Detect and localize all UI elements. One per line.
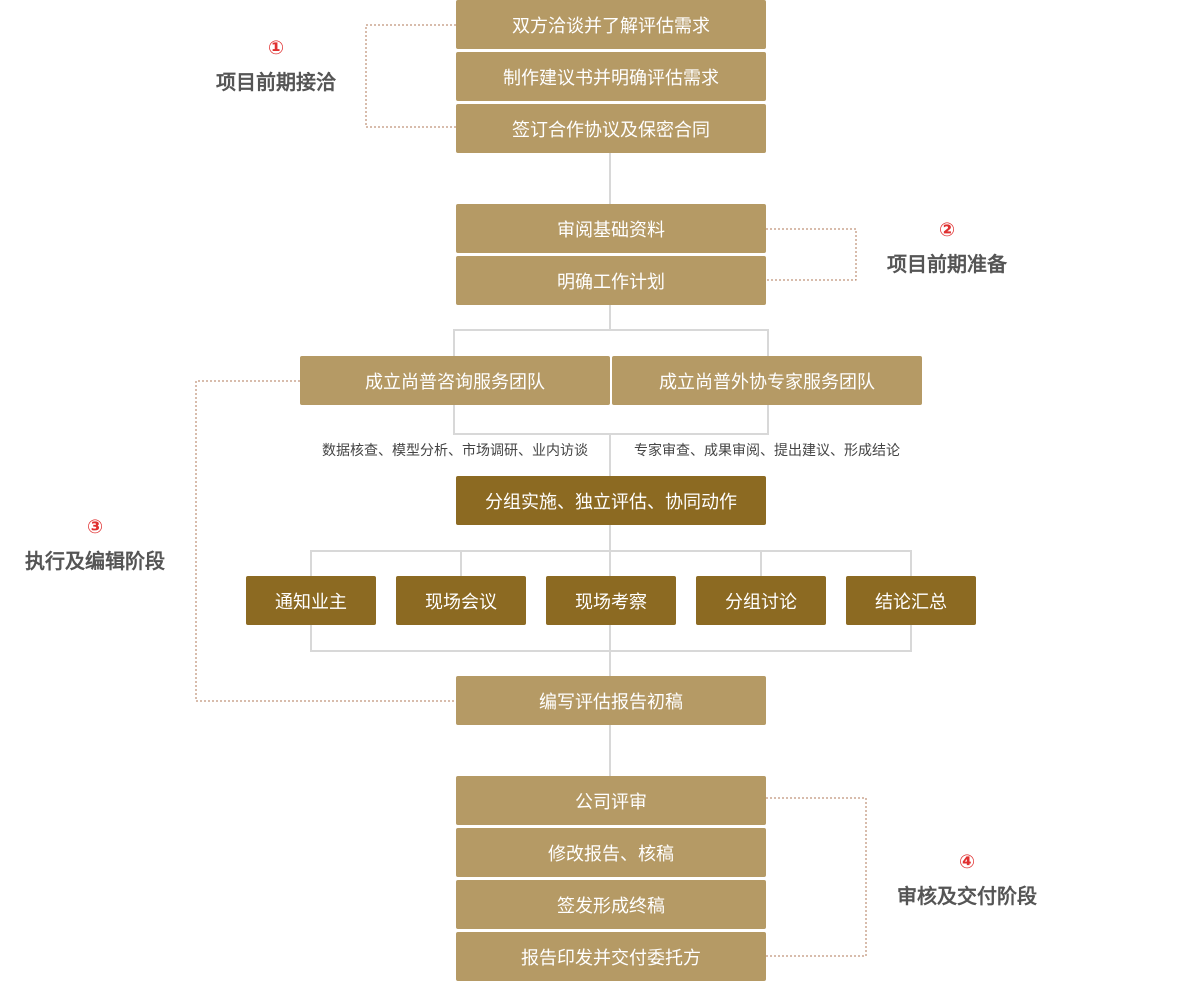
stage-1-number: ① [267, 38, 285, 59]
step-consulting-team: 成立尚普咨询服务团队 [300, 356, 610, 405]
step-deliver-report: 报告印发并交付委托方 [456, 932, 766, 981]
stage-1-label: 项目前期接洽 [216, 72, 336, 94]
stage-3: ③ 执行及编辑阶段 [10, 517, 180, 574]
step-revise-report: 修改报告、核稿 [456, 828, 766, 877]
note-consulting-tasks: 数据核查、模型分析、市场调研、业内访谈 [322, 442, 588, 458]
task-group-discussion: 分组讨论 [696, 576, 826, 625]
stage-4-label: 审核及交付阶段 [897, 886, 1037, 908]
step-expert-team: 成立尚普外协专家服务团队 [612, 356, 922, 405]
step-work-plan: 明确工作计划 [456, 256, 766, 305]
task-site-meeting: 现场会议 [396, 576, 526, 625]
note-expert-tasks: 专家审查、成果审阅、提出建议、形成结论 [634, 442, 900, 458]
stage-1: ① 项目前期接洽 [196, 38, 356, 95]
step-negotiate-requirements: 双方洽谈并了解评估需求 [456, 0, 766, 49]
task-notify-owner: 通知业主 [246, 576, 376, 625]
step-final-draft: 签发形成终稿 [456, 880, 766, 929]
stage-2: ② 项目前期准备 [867, 220, 1027, 277]
stage-2-label: 项目前期准备 [887, 254, 1007, 276]
stage-4: ④ 审核及交付阶段 [887, 852, 1047, 909]
stage-4-number: ④ [958, 852, 976, 873]
step-company-review: 公司评审 [456, 776, 766, 825]
task-conclusion-summary: 结论汇总 [846, 576, 976, 625]
step-sign-agreement: 签订合作协议及保密合同 [456, 104, 766, 153]
step-draft-report: 编写评估报告初稿 [456, 676, 766, 725]
step-review-materials: 审阅基础资料 [456, 204, 766, 253]
step-proposal: 制作建议书并明确评估需求 [456, 52, 766, 101]
stage-3-label: 执行及编辑阶段 [25, 551, 165, 573]
stage-2-number: ② [938, 220, 956, 241]
task-site-inspection: 现场考察 [546, 576, 676, 625]
stage-3-number: ③ [86, 517, 104, 538]
step-group-implementation: 分组实施、独立评估、协同动作 [456, 476, 766, 525]
